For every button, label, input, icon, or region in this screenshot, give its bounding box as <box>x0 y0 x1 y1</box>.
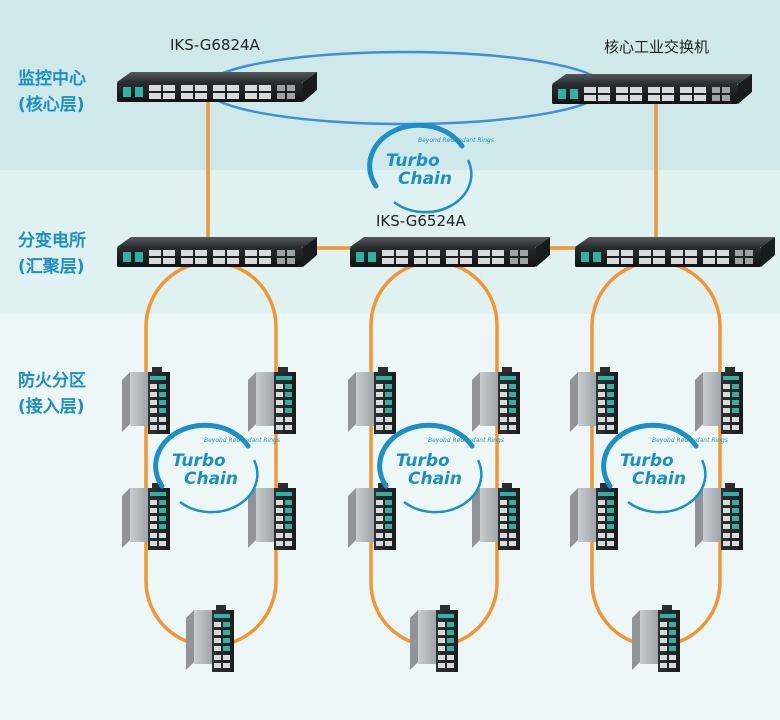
distribution-switch-2 <box>350 237 550 267</box>
access-switch-3b <box>695 367 743 434</box>
access-switch-3c <box>570 483 618 550</box>
access-switch-2a <box>348 367 396 434</box>
access-switch-1d <box>248 483 296 550</box>
access-layer-line2: (接入层) <box>18 397 85 417</box>
turbochain-word1: Turbo <box>620 451 674 471</box>
core-switch-right <box>552 74 752 104</box>
access-switch-3d <box>695 483 743 550</box>
access-switch-2d <box>472 483 520 550</box>
turbochain-logo-ring3: Turbo Chain Beyond Redundant Rings <box>604 425 728 512</box>
turbochain-word1: Turbo <box>172 451 226 471</box>
turbochain-tagline: Beyond Redundant Rings <box>428 437 504 444</box>
core-layer-label: 监控中心 (核心层) <box>18 66 86 118</box>
core-right-device-label: 核心工业交换机 <box>604 38 710 56</box>
access-switch-2c <box>348 483 396 550</box>
turbochain-logo-core: Turbo Chain Beyond Redundant Rings <box>370 125 494 212</box>
access-switch-1b <box>248 367 296 434</box>
turbochain-tagline: Beyond Redundant Rings <box>652 437 728 444</box>
turbochain-word2: Chain <box>408 469 462 489</box>
access-layer-line1: 防火分区 <box>18 371 86 391</box>
access-switch-1c <box>122 483 170 550</box>
turbochain-word2: Chain <box>632 469 686 489</box>
core-switch-left <box>117 72 317 102</box>
distribution-switch-3 <box>575 237 775 267</box>
distribution-layer-line2: (汇聚层) <box>18 257 85 277</box>
turbochain-tagline: Beyond Redundant Rings <box>204 437 280 444</box>
access-switch-1a <box>122 367 170 434</box>
core-layer-line1: 监控中心 <box>18 69 86 89</box>
distribution-device-label: IKS-G6524A <box>376 212 466 230</box>
access-switch-3e <box>632 605 680 672</box>
turbochain-word2: Chain <box>184 469 238 489</box>
access-switch-2b <box>472 367 520 434</box>
access-layer-label: 防火分区 (接入层) <box>18 368 86 420</box>
core-layer-line2: (核心层) <box>18 95 85 115</box>
turbochain-word1: Turbo <box>386 151 440 171</box>
distribution-layer-line1: 分变电所 <box>18 231 86 251</box>
access-switch-3a <box>570 367 618 434</box>
turbochain-word1: Turbo <box>396 451 450 471</box>
distribution-switch-1 <box>117 237 317 267</box>
access-switch-1e <box>186 605 234 672</box>
turbochain-tagline: Beyond Redundant Rings <box>418 137 494 144</box>
access-switch-2e <box>410 605 458 672</box>
core-left-device-label: IKS-G6824A <box>170 36 260 54</box>
turbochain-logo-ring1: Turbo Chain Beyond Redundant Rings <box>156 425 280 512</box>
distribution-layer-label: 分变电所 (汇聚层) <box>18 228 86 280</box>
turbochain-logo-ring2: Turbo Chain Beyond Redundant Rings <box>380 425 504 512</box>
turbochain-word2: Chain <box>398 169 452 189</box>
